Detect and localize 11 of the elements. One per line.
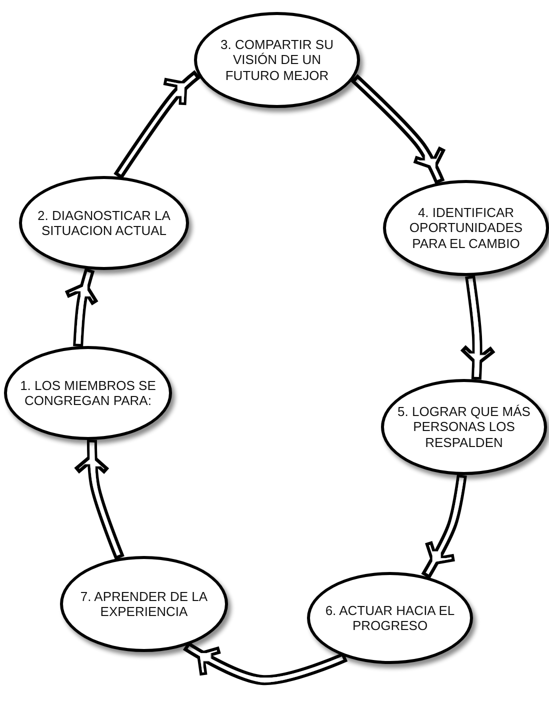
arrow bbox=[421, 474, 467, 579]
step-label: 3. COMPARTIR SU VISIÓN DE UN FUTURO MEJOR bbox=[220, 37, 334, 83]
arrow bbox=[62, 268, 99, 347]
arrow bbox=[183, 641, 348, 685]
step-label: 7. APRENDER DE LA EXPERIENCIA bbox=[79, 588, 209, 620]
step-label: 2. DIAGNOSTICAR LA SITUACION ACTUAL bbox=[36, 208, 172, 238]
arrow bbox=[459, 275, 497, 380]
step-label: 1. LOS MIEMBROS SE CONGREGAN PARA: bbox=[19, 378, 157, 408]
step-label: 5. LOGRAR QUE MÁS PERSONAS LOS RESPALDEN bbox=[396, 404, 532, 450]
step-label: 6. ACTUAR HACIA EL PROGRESO bbox=[325, 602, 455, 634]
step-label: 4. IDENTIFICAR OPORTUNIDADES PARA EL CAMBIO bbox=[408, 205, 524, 251]
